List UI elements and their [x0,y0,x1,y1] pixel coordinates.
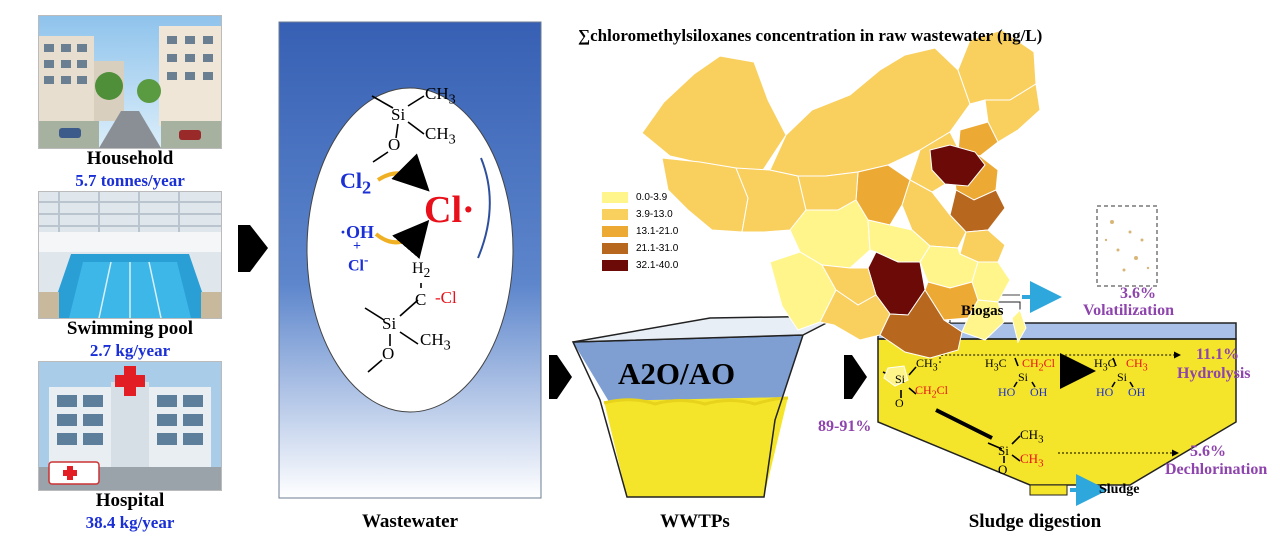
flow-arrow-wastewater-to-wwtp [549,355,572,399]
wwtp-caption: WWTPs [660,511,730,532]
flow-arrow-sources-to-wastewater [238,225,268,272]
legend-label: 0.0-3.9 [636,192,668,203]
legend-item: 0.0-3.9 [602,190,678,205]
china-map [641,29,1041,387]
cl-bracket [477,157,491,259]
inset-islands [1104,220,1150,272]
legend-item: 13.1-21.0 [602,224,678,239]
source-swimming-pool-photo [38,191,222,319]
flow-arrow-wwtp-to-digestion [844,355,867,399]
legend-label: 32.1-40.0 [636,260,679,271]
region-zhejiang [971,261,1011,303]
map-legend: 0.0-3.9 3.9-13.0 13.1-21.0 21.1-31.0 32.… [602,190,678,273]
volatilization-label: Volatilization [1083,302,1174,319]
region-taiwan [1011,309,1027,344]
region-beijing-tianjin [929,144,986,187]
source-swimming-pool-label: Swimming pool [66,318,194,339]
source-hospital-photo [38,361,222,491]
legend-swatch [602,192,628,203]
legend-swatch [602,226,628,237]
dechlorination-label: Dechlorination [1165,461,1268,478]
legend-label: 3.9-13.0 [636,209,673,220]
dechlorination-percent: 5.6% [1190,443,1226,460]
hydrolysis-label: Hydrolysis [1177,365,1251,382]
legend-label: 21.1-31.0 [636,243,679,254]
source-household-rate: 5.7 tonnes/year [75,171,185,190]
hydrolysis-percent: 11.1% [1196,346,1240,363]
source-hospital-rate: 38.4 kg/year [85,513,175,532]
digestion-caption: Sludge digestion [968,511,1102,532]
source-swimming-pool-rate: 2.7 kg/year [89,341,171,360]
wwtp-removal-percent: 89-91% [818,418,872,435]
wwtp-tank-sludge [604,397,788,497]
legend-item: 21.1-31.0 [602,241,678,256]
region-hainan [883,365,909,387]
sludge-label: Sludge [1099,482,1140,497]
region-northwest [641,55,787,171]
legend-item: 32.1-40.0 [602,258,678,273]
oh-to-cl-arrow [374,219,430,259]
sludge-outlet-pipe [1029,484,1068,496]
region-guangdong [879,289,963,359]
legend-label: 13.1-21.0 [636,226,679,237]
volatilization-percent: 3.6% [1120,285,1156,302]
legend-swatch [602,243,628,254]
source-household-label: Household [86,148,174,169]
source-household-photo [38,15,222,149]
south-china-sea-inset [1096,205,1158,287]
wastewater-caption: Wastewater [361,511,459,532]
map-title: ∑chloromethylsiloxanes concentration in … [578,26,1043,45]
biogas-label: Biogas [961,303,1004,319]
cl2-to-cl-arrow [376,153,430,192]
source-hospital-label: Hospital [95,490,165,511]
legend-swatch [602,260,628,271]
legend-swatch [602,209,628,220]
legend-item: 3.9-13.0 [602,207,678,222]
wwtp-process-label: A2O/AO [618,356,736,391]
